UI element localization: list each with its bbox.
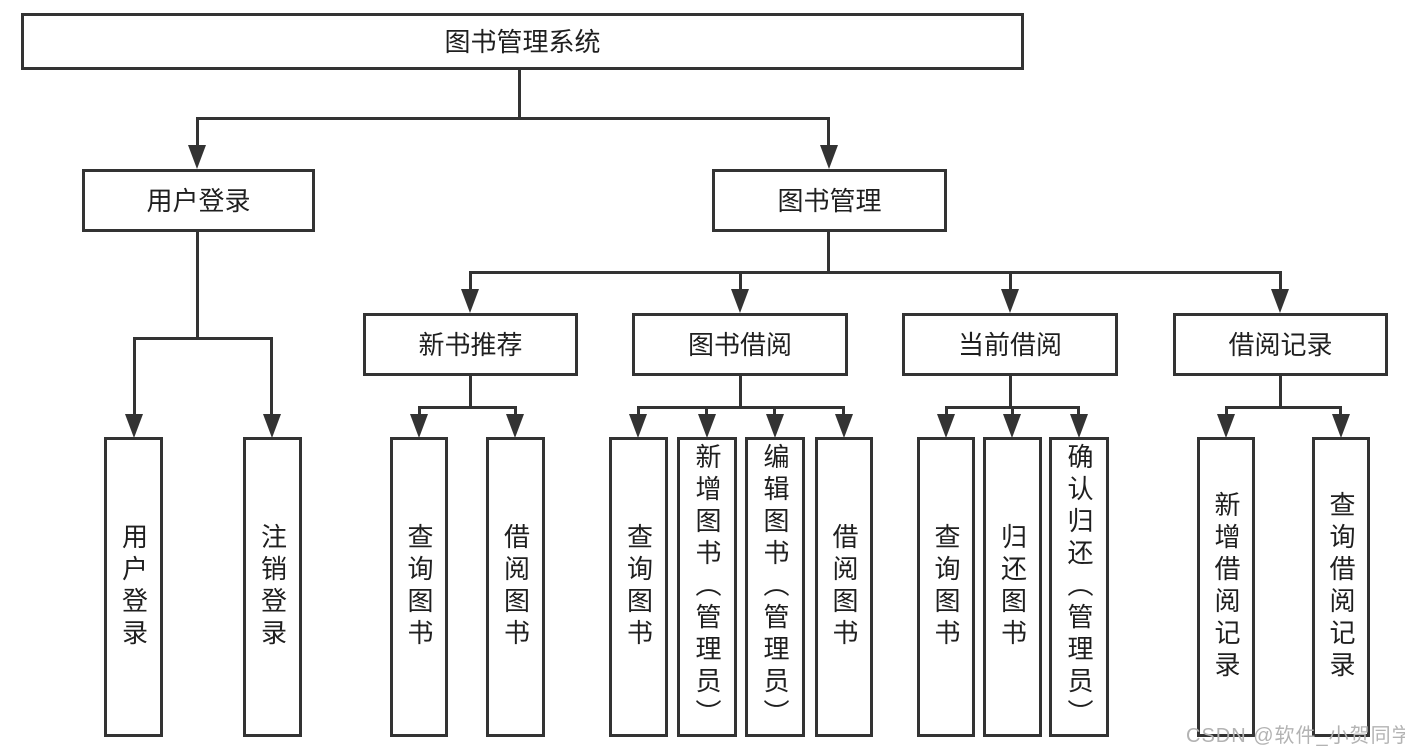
leaf-borrow-edit-books-label: 编辑图书（管理员） bbox=[760, 443, 790, 731]
arrowhead-down bbox=[461, 289, 479, 313]
leaf-logout-login: 注销登录 bbox=[243, 437, 302, 737]
connector-line bbox=[705, 406, 708, 416]
leaf-newrec-query-books-label: 查询图书 bbox=[404, 523, 434, 651]
leaf-current-return-books: 归还图书 bbox=[983, 437, 1042, 737]
leaf-records-add-record-label: 新增借阅记录 bbox=[1211, 491, 1241, 683]
connector-line bbox=[196, 117, 830, 120]
connector-line bbox=[270, 337, 273, 416]
leaf-current-query-books: 查询图书 bbox=[917, 437, 975, 737]
connector-line bbox=[945, 406, 948, 416]
connector-line bbox=[1339, 406, 1342, 416]
leaf-current-return-books-label: 归还图书 bbox=[997, 523, 1028, 651]
csdn-watermark: CSDN @软件_小贺同学 bbox=[1186, 725, 1405, 747]
leaf-newrec-borrow-books: 借阅图书 bbox=[486, 437, 545, 737]
connector-line bbox=[637, 406, 640, 416]
node-book-borrow-label: 图书借阅 bbox=[687, 329, 792, 360]
arrowhead-down bbox=[1217, 414, 1235, 438]
arrowhead-down bbox=[937, 414, 955, 438]
connector-line bbox=[842, 406, 845, 416]
connector-line bbox=[773, 406, 776, 416]
leaf-borrow-query-books: 查询图书 bbox=[609, 437, 668, 737]
connector-line bbox=[469, 271, 1281, 274]
connector-line bbox=[637, 406, 845, 409]
arrowhead-down bbox=[731, 289, 749, 313]
leaf-borrow-borrow-books-label: 借阅图书 bbox=[829, 523, 859, 651]
connector-line bbox=[1225, 406, 1228, 416]
leaf-records-add-record: 新增借阅记录 bbox=[1197, 437, 1255, 737]
leaf-records-query-record-label: 查询借阅记录 bbox=[1326, 491, 1356, 683]
leaf-current-confirm-return-label: 确认归还（管理员） bbox=[1064, 443, 1094, 731]
node-user-login-label: 用户登录 bbox=[146, 185, 251, 216]
leaf-newrec-query-books: 查询图书 bbox=[390, 437, 448, 737]
connector-line bbox=[418, 406, 421, 416]
connector-line bbox=[1279, 271, 1282, 291]
leaf-current-query-books-label: 查询图书 bbox=[931, 523, 961, 651]
arrowhead-down bbox=[125, 414, 143, 438]
node-new-book-recommend-label: 新书推荐 bbox=[418, 329, 523, 360]
arrowhead-down bbox=[698, 414, 716, 438]
leaf-newrec-borrow-books-label: 借阅图书 bbox=[500, 523, 531, 651]
node-new-book-recommend: 新书推荐 bbox=[363, 313, 578, 376]
leaf-current-confirm-return: 确认归还（管理员） bbox=[1049, 437, 1109, 737]
connector-line bbox=[827, 232, 830, 274]
connector-line bbox=[1009, 375, 1012, 408]
arrowhead-down bbox=[629, 414, 647, 438]
arrowhead-down bbox=[1001, 289, 1019, 313]
leaf-borrow-borrow-books: 借阅图书 bbox=[815, 437, 873, 737]
connector-line bbox=[1009, 271, 1012, 291]
connector-line bbox=[739, 271, 742, 291]
node-user-login: 用户登录 bbox=[82, 169, 315, 232]
leaf-borrow-query-books-label: 查询图书 bbox=[623, 523, 654, 651]
node-book-borrow: 图书借阅 bbox=[632, 313, 848, 376]
connector-line bbox=[739, 375, 742, 408]
node-root: 图书管理系统 bbox=[21, 13, 1024, 70]
node-borrow-records: 借阅记录 bbox=[1173, 313, 1388, 376]
connector-line bbox=[1279, 375, 1282, 408]
arrowhead-down bbox=[263, 414, 281, 438]
arrowhead-down bbox=[1332, 414, 1350, 438]
connector-line bbox=[196, 232, 199, 339]
connector-line bbox=[133, 337, 136, 416]
node-book-management-label: 图书管理 bbox=[777, 185, 882, 216]
connector-line bbox=[469, 271, 472, 291]
arrowhead-down bbox=[1003, 414, 1021, 438]
connector-line bbox=[1225, 406, 1342, 409]
connector-line bbox=[1011, 406, 1014, 416]
arrowhead-down bbox=[1070, 414, 1088, 438]
leaf-user-login: 用户登录 bbox=[104, 437, 163, 737]
leaf-logout-login-label: 注销登录 bbox=[257, 523, 288, 651]
arrowhead-down bbox=[835, 414, 853, 438]
arrowhead-down bbox=[410, 414, 428, 438]
arrowhead-down bbox=[506, 414, 524, 438]
leaf-borrow-edit-books: 编辑图书（管理员） bbox=[745, 437, 805, 737]
connector-line bbox=[827, 117, 830, 148]
arrowhead-down bbox=[1271, 289, 1289, 313]
connector-line bbox=[133, 337, 273, 340]
connector-line bbox=[469, 375, 472, 408]
arrowhead-down bbox=[188, 145, 206, 169]
leaf-user-login-label: 用户登录 bbox=[118, 523, 149, 651]
node-root-label: 图书管理系统 bbox=[444, 26, 601, 57]
connector-line bbox=[418, 406, 517, 409]
connector-line bbox=[1077, 406, 1080, 416]
connector-line bbox=[514, 406, 517, 416]
connector-line bbox=[518, 70, 521, 119]
arrowhead-down bbox=[766, 414, 784, 438]
leaf-borrow-add-books: 新增图书（管理员） bbox=[677, 437, 737, 737]
connector-line bbox=[196, 117, 199, 148]
node-borrow-records-label: 借阅记录 bbox=[1228, 329, 1333, 360]
arrowhead-down bbox=[820, 145, 838, 169]
node-current-borrow-label: 当前借阅 bbox=[957, 329, 1062, 360]
node-current-borrow: 当前借阅 bbox=[902, 313, 1118, 376]
node-book-management: 图书管理 bbox=[712, 169, 947, 232]
leaf-records-query-record: 查询借阅记录 bbox=[1312, 437, 1370, 737]
leaf-borrow-add-books-label: 新增图书（管理员） bbox=[692, 443, 722, 731]
